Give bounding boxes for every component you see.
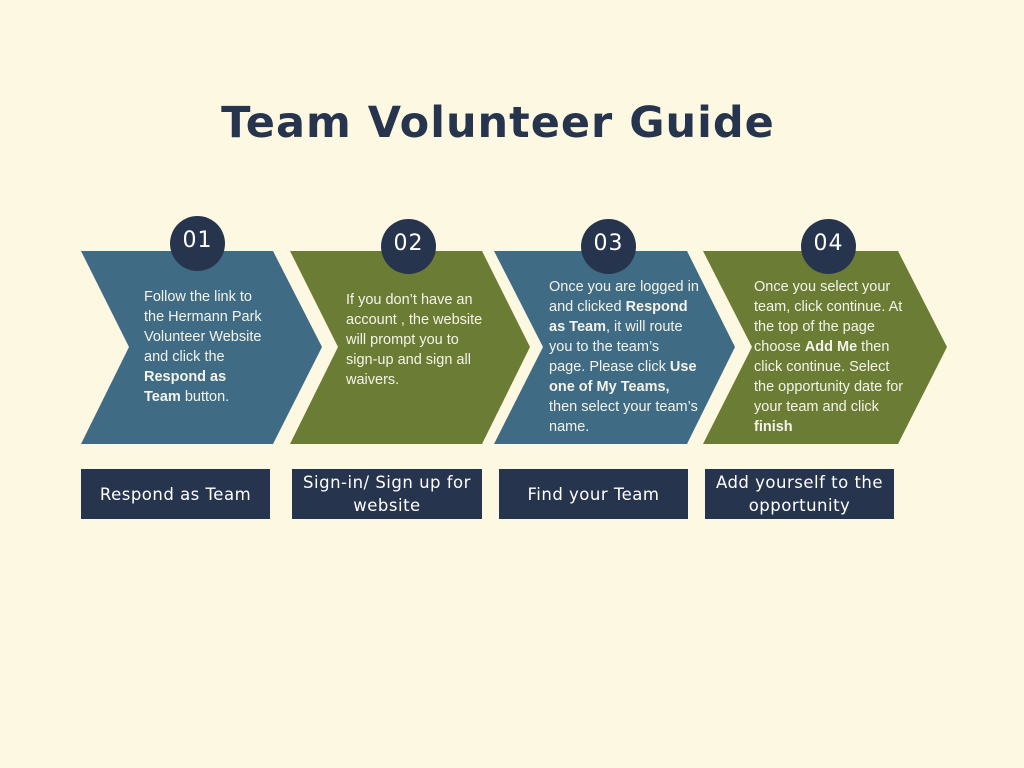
step-description: Once you are logged in and clicked Respo… [549, 277, 699, 437]
text: button. [180, 389, 230, 405]
chevron-step-4 [703, 251, 947, 444]
page-title: Team Volunteer Guide [221, 98, 775, 148]
step-description: Follow the link to the Hermann Park Volu… [144, 287, 266, 407]
bold-text: finish [754, 419, 793, 435]
step-number-badge: 04 [801, 219, 856, 274]
text: Once you select your team, click continu… [754, 279, 903, 355]
text: Follow the link to the Hermann Park Volu… [144, 289, 262, 365]
text: If you don’t have an account , the websi… [346, 292, 483, 388]
chevron-step-1 [81, 251, 322, 444]
bold-text: Add Me [804, 339, 858, 355]
step-label: Find your Team [499, 469, 688, 519]
step-number-badge: 02 [381, 219, 436, 274]
bold-text: Use one of My Teams, [549, 359, 697, 395]
bold-text: Respond as Team [144, 369, 227, 405]
step-number-badge: 03 [581, 219, 636, 274]
step-label: Sign-in/ Sign up for website [292, 469, 482, 519]
bold-text: Respond as Team [549, 299, 688, 335]
text: Once you are logged in and clicked [549, 279, 699, 315]
chevron-step-3 [494, 251, 735, 444]
step-label: Respond as Team [81, 469, 270, 519]
step-number-badge: 01 [170, 216, 225, 271]
text: then select your team’s name. [549, 399, 698, 435]
text: , it will route you to the team’s page. … [549, 319, 683, 375]
step-description: Once you select your team, click continu… [754, 277, 912, 437]
text: then click continue. Select the opportun… [754, 339, 904, 415]
step-description: If you don’t have an account , the websi… [346, 290, 486, 390]
chevron-step-2 [290, 251, 530, 444]
step-label: Add yourself to the opportunity [705, 469, 894, 519]
